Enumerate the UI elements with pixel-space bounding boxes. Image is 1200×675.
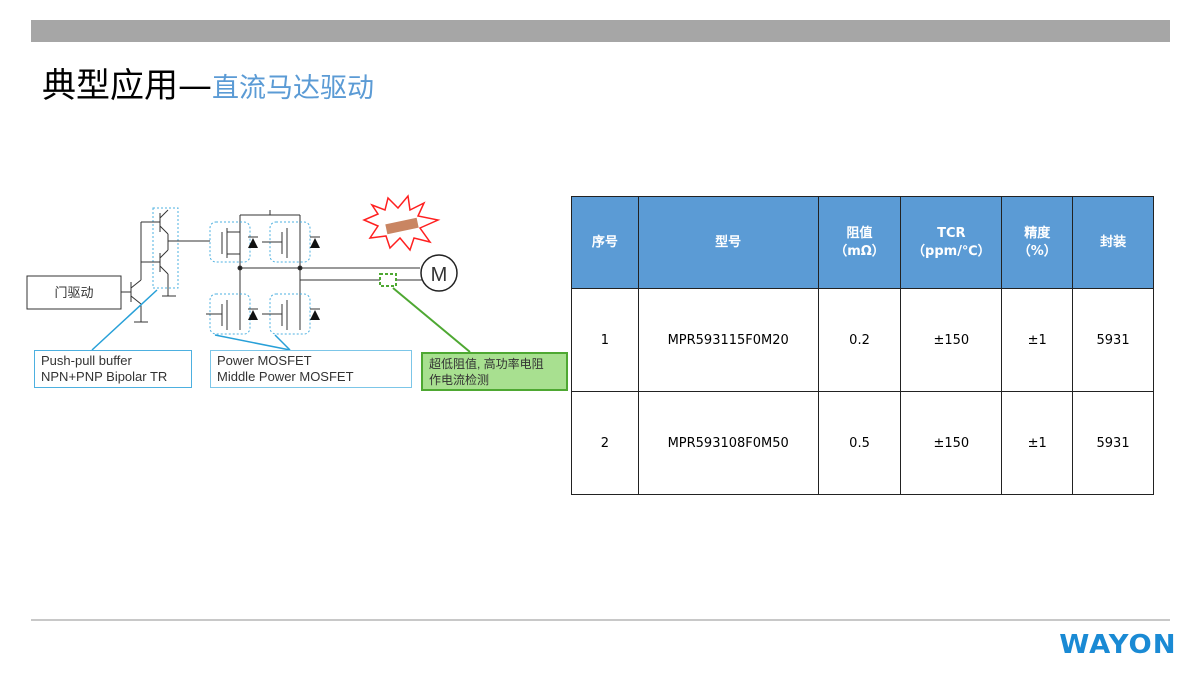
sense-resistor xyxy=(379,273,397,287)
footer-divider xyxy=(31,619,1170,621)
table-cell: ±150 xyxy=(900,288,1003,392)
table-cell: ±1 xyxy=(1001,391,1074,495)
table-cell: MPR593115F0M20 xyxy=(637,288,819,392)
table-cell: 0.2 xyxy=(817,288,902,392)
resistor-callout: 超低阻值, 高功率电阻 作电流检测 xyxy=(421,352,568,391)
title-sub: 直流马达驱动 xyxy=(212,73,374,104)
header-unit: （ppm/℃） xyxy=(912,243,991,259)
table-cell: 1 xyxy=(571,288,639,392)
table-header-row: 序号 型号 阻值 （mΩ） TCR （ppm/℃） 精度 （%） 封装 xyxy=(571,196,1154,289)
callout-line: Power MOSFET xyxy=(217,353,312,368)
page-title: 典型应用—直流马达驱动 xyxy=(42,58,374,107)
callout-line: Middle Power MOSFET xyxy=(217,369,354,384)
column-header: 阻值 （mΩ） xyxy=(817,196,902,289)
mosfet-high-right xyxy=(262,221,320,263)
burst-icon xyxy=(362,194,441,252)
table-cell: ±1 xyxy=(1001,288,1074,392)
mosfet-high-left xyxy=(209,221,258,263)
header-unit: （mΩ） xyxy=(834,243,885,259)
column-header: 序号 xyxy=(571,196,639,289)
header-line: 阻值 xyxy=(846,225,873,241)
callout-line: Push-pull buffer xyxy=(41,353,132,368)
motor-label: M xyxy=(431,264,448,286)
column-header: 封装 xyxy=(1072,196,1154,289)
motor-icon xyxy=(420,254,458,292)
header-line: 精度 xyxy=(1024,225,1051,241)
header-line: 封装 xyxy=(1100,234,1127,250)
table-cell: 2 xyxy=(571,391,639,495)
header-line: TCR xyxy=(937,225,966,241)
table-cell: MPR593108F0M50 xyxy=(637,391,819,495)
wayon-logo: WAYON xyxy=(1059,630,1177,660)
table-cell: ±150 xyxy=(900,391,1003,495)
table-cell: 5931 xyxy=(1072,391,1154,495)
title-main: 典型应用— xyxy=(42,66,212,106)
callout-line: NPN+PNP Bipolar TR xyxy=(41,369,168,384)
table-cell: 0.5 xyxy=(817,391,902,495)
table-cell: 5931 xyxy=(1072,288,1154,392)
column-header: 型号 xyxy=(637,196,819,289)
header-line: 序号 xyxy=(591,234,618,250)
gate-driver-label: 门驱动 xyxy=(54,286,93,301)
push-pull-callout: Push-pull buffer NPN+PNP Bipolar TR xyxy=(34,350,192,388)
mosfet-low-left xyxy=(206,293,258,335)
callout-line: 超低阻值, 高功率电阻 xyxy=(429,357,544,371)
mosfet-callout: Power MOSFET Middle Power MOSFET xyxy=(210,350,412,388)
top-banner-bar xyxy=(31,20,1170,42)
mosfet-low-right xyxy=(262,293,320,335)
header-line: 型号 xyxy=(715,234,742,250)
resistor-chip-icon xyxy=(385,217,419,235)
motor-drive-circuit-diagram: M 门驱动 xyxy=(26,194,471,353)
column-header: TCR （ppm/℃） xyxy=(900,196,1003,289)
column-header: 精度 （%） xyxy=(1001,196,1074,289)
header-unit: （%） xyxy=(1017,243,1057,259)
callout-line: 作电流检测 xyxy=(429,373,490,387)
push-pull-highlight xyxy=(152,207,179,289)
